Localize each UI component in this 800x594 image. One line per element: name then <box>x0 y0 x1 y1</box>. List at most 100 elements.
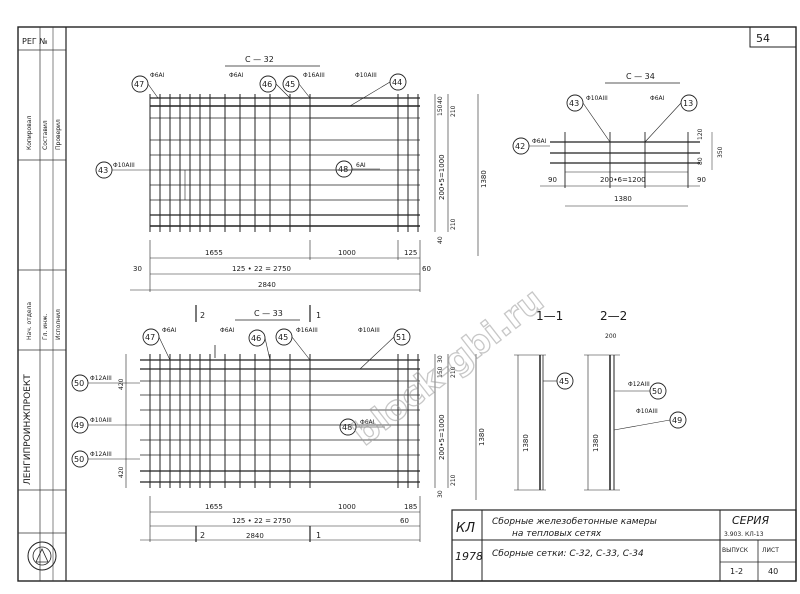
page-number: 54 <box>756 32 770 45</box>
bar-label: Φ10АIII <box>358 327 380 334</box>
callout-label: 50 <box>74 379 84 388</box>
watermark-text: block-gbi.ru <box>345 280 551 453</box>
mesh-c33 <box>140 345 420 488</box>
bar-label: Φ12АIII <box>90 451 112 458</box>
dim-label: 60 <box>400 517 409 525</box>
callout-label: 50 <box>74 455 84 464</box>
bar-label: Φ10АIII <box>90 417 112 424</box>
title-subtitle: Сборные сетки: С-32, С-33, С-34 <box>492 549 644 559</box>
dim-label: 1000 <box>338 249 356 257</box>
mesh-c33-title: С — 33 <box>254 309 283 318</box>
callout-label: 48 <box>338 165 348 174</box>
section-2-2-label: 2—2 <box>600 309 627 323</box>
section-1-1-label: 1—1 <box>536 309 563 323</box>
sidebar-rows: Копировал Составил Проверил Нач. отдела … <box>26 116 62 340</box>
sheet-label: ЛИСТ <box>762 547 779 554</box>
bar-label: Φ10АIII <box>355 72 377 79</box>
sidebar-stamp: РЕГ № <box>22 37 48 46</box>
sidebar-row: Гл. инж. <box>42 313 49 340</box>
c34-callouts: 43 13 42 Φ10АIII Φ6АI Φ6АI <box>512 94 698 155</box>
mesh-c34-title: С — 34 <box>626 72 655 81</box>
callout-label: 51 <box>396 333 406 342</box>
dim-label: 200•6=1200 <box>600 176 646 184</box>
callout-label: 49 <box>74 421 84 430</box>
dim-label: 420 <box>118 378 125 390</box>
dim-label: 30 <box>133 265 142 273</box>
dim-label: 1000 <box>338 503 356 511</box>
callout-label: 43 <box>569 99 579 108</box>
dim-label: 420 <box>118 466 125 478</box>
dim-label: 60 <box>422 265 431 273</box>
page-number-box <box>749 26 797 48</box>
dim-label: 210 <box>450 474 457 486</box>
mesh-c34 <box>540 132 713 207</box>
dim-label: 40 <box>437 236 444 244</box>
dim-label: 150 <box>437 366 444 378</box>
dim-label: 185 <box>404 503 417 511</box>
title-line-2: на тепловых сетях <box>512 529 602 539</box>
dim-label: 30 <box>437 355 444 363</box>
dim-label: 1380 <box>480 170 488 188</box>
bar-label: 6АI <box>356 162 366 169</box>
sidebar-row: Составил <box>42 120 49 150</box>
callout-label: 45 <box>285 80 295 89</box>
mesh-c32-title: С — 32 <box>245 55 274 64</box>
dim-label: 125 • 22 = 2750 <box>232 265 291 273</box>
bar-label: Φ6АI <box>650 95 665 102</box>
callout-label: 48 <box>342 423 352 432</box>
bar-label: Φ12АIII <box>90 375 112 382</box>
title-block-code: КЛ <box>456 521 475 536</box>
dim-label: 90 <box>697 176 706 184</box>
callout-label: 43 <box>98 166 108 175</box>
dim-label: 210 <box>450 218 457 230</box>
dim-label: 30 <box>437 490 444 498</box>
sidebar-row: Исполнил <box>55 309 62 340</box>
c33-callouts: 47 46 45 51 50 49 50 48 <box>71 328 411 468</box>
section-mark: 1 <box>316 531 321 540</box>
sidebar-row: Копировал <box>26 116 33 150</box>
bar-label: Φ12АIII <box>628 381 650 388</box>
bar-label: Φ6АI <box>360 419 375 426</box>
dim-label: 2840 <box>258 281 276 289</box>
callout-label: 46 <box>262 80 272 89</box>
bar-label: Φ16АIII <box>296 327 318 334</box>
callout-label: 45 <box>559 377 569 386</box>
dim-label: 1655 <box>205 503 223 511</box>
bar-label: Φ6АI <box>229 72 244 79</box>
mesh-c32 <box>149 94 420 232</box>
issue-label: ВЫПУСК <box>722 547 749 554</box>
dim-label: 200•5=1000 <box>438 414 446 460</box>
org-name: ЛЕНГИПРОИНЖПРОЕКТ <box>23 374 33 485</box>
callout-label: 45 <box>278 333 288 342</box>
dim-label: 1380 <box>522 434 530 452</box>
org-seal <box>27 541 57 571</box>
section-mark: 2 <box>200 311 205 320</box>
section-2-2: 1380 200 50 Φ12АIII 49 Φ10АIII <box>584 333 687 491</box>
sheet-value: 40 <box>768 567 778 576</box>
dim-label: 1380 <box>478 428 486 446</box>
dim-label: 200•5=1000 <box>438 154 446 200</box>
dim-label: 125 • 22 = 2750 <box>232 517 291 525</box>
section-mark: 2 <box>200 531 205 540</box>
bar-label: Φ10АIII <box>636 408 658 415</box>
section-1-1: 45 1380 <box>514 354 574 491</box>
issue-value: 1-2 <box>730 567 743 576</box>
sidebar-row: Нач. отдела <box>26 302 33 340</box>
dim-label: 120 <box>697 128 704 140</box>
bar-label: Φ6АI <box>162 327 177 334</box>
c32-leaders <box>112 81 391 171</box>
title-block-year: 1978 <box>455 550 483 563</box>
callout-label: 44 <box>392 78 402 87</box>
series-label: СЕРИЯ <box>732 514 769 527</box>
c33-bar-labels: Φ6АI Φ6АI Φ16АIII Φ10АIII Φ12АIII Φ10АII… <box>90 327 380 458</box>
title-block <box>451 509 797 582</box>
dim-label: 1380 <box>614 195 632 203</box>
c33-section-marks: 2 1 2 1 <box>195 305 321 542</box>
sidebar-row: Проверил <box>55 119 62 150</box>
callout-label: 47 <box>134 80 144 89</box>
c34-dimensions: 120 80 350 90 200•6=1200 90 1380 <box>548 128 724 203</box>
bar-label: Φ6АI <box>150 72 165 79</box>
dim-label: 125 <box>404 249 417 257</box>
dim-label: 200 <box>605 333 617 340</box>
